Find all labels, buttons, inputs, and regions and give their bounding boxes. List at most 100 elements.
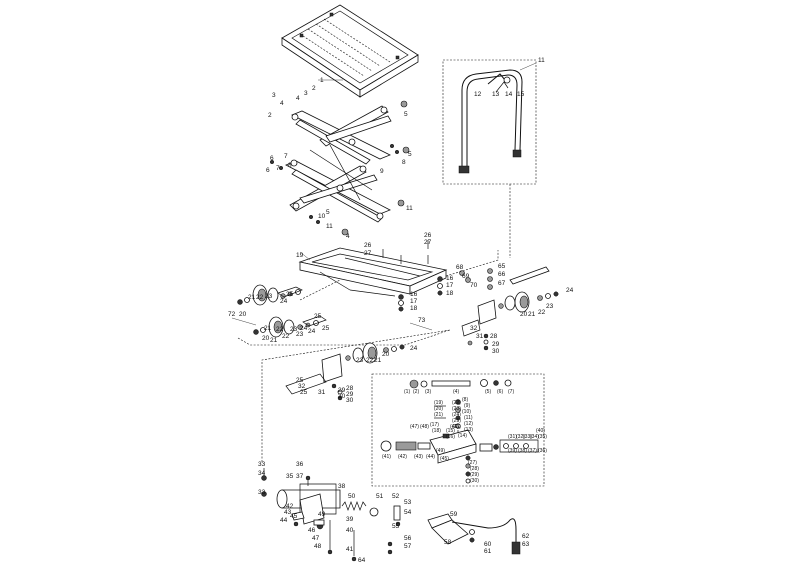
- callout-cylinder-5: 38: [338, 483, 346, 490]
- wheel-assembly-left-bottom: [253, 315, 327, 338]
- callout-wheels-left-0: 20: [239, 311, 247, 318]
- callout-cylinder-25: 57: [404, 543, 412, 550]
- callout-upper-2: 3: [272, 92, 276, 99]
- callout-pump-detail-28: (29): [470, 472, 479, 478]
- callout-wheels-right-2: 30: [492, 348, 500, 355]
- callout-wheels-left-15: 23: [296, 331, 304, 338]
- callout-upper-15: 5: [408, 151, 412, 158]
- callout-upper-10: 8: [402, 159, 406, 166]
- callout-pump-detail-7: (8): [462, 397, 468, 403]
- callout-pump-detail-21: (22): [452, 400, 461, 406]
- callout-upper-19: 11: [326, 223, 333, 230]
- callout-cylinder-12: 44: [280, 517, 288, 524]
- callout-caster-block-11: 24: [410, 345, 418, 352]
- callout-wheels-left-2: 22: [256, 294, 264, 301]
- callout-pump-detail-46: (47): [410, 424, 419, 430]
- callout-wheels-left-6: 21: [264, 325, 272, 332]
- callout-caster-block-10: 23: [356, 357, 364, 364]
- callout-upper-3: 4: [280, 100, 284, 107]
- callout-handle-4: 15: [517, 91, 525, 98]
- callout-pump-detail-3: (4): [453, 389, 459, 395]
- callout-wheels-right-9: 24: [566, 287, 574, 294]
- callout-cylinder-26: 58: [444, 539, 452, 546]
- callout-pump-detail-33: (34): [530, 434, 539, 440]
- callout-cylinder-23: 55: [392, 523, 400, 530]
- callout-caster-block-4: 31: [318, 389, 326, 396]
- callout-cylinder-24: 56: [404, 535, 412, 542]
- callout-pump-detail-14: (15): [446, 428, 455, 434]
- callout-cylinder-13: 45: [290, 513, 298, 520]
- callout-pump-detail-10: (11): [464, 415, 473, 421]
- callout-base-2: 27: [364, 250, 372, 257]
- callout-upper-11: 9: [380, 168, 384, 175]
- callout-cylinder-28: 60: [484, 541, 492, 548]
- callout-pump-detail-20: (21): [434, 412, 443, 418]
- callout-upper-0: 1: [320, 77, 324, 84]
- callout-cylinder-10: 42: [286, 503, 294, 510]
- callout-pump-detail-2: (3): [425, 389, 431, 395]
- callout-base-0: 19: [296, 252, 304, 259]
- callout-pump-detail-37: (38): [518, 448, 527, 454]
- callout-pump-detail-16: (17): [430, 422, 439, 428]
- callout-cylinder-4: 37: [296, 473, 304, 480]
- callout-pump-detail-32: (33): [523, 434, 532, 440]
- callout-caster-block-12: 25: [296, 377, 304, 384]
- callout-upper-6: 3: [304, 90, 308, 97]
- callout-cylinder-16: 48: [314, 543, 322, 550]
- callout-cylinder-7: 39: [346, 516, 354, 523]
- callout-handle-1: 12: [474, 91, 482, 98]
- callout-base-1: 26: [364, 242, 372, 249]
- callout-base-4: 27: [424, 239, 432, 246]
- callout-pump-detail-13: (14): [458, 433, 467, 439]
- callout-caster-block-1: 28: [346, 385, 354, 392]
- frame-bolts-left: [382, 240, 443, 312]
- callout-wheels-right-3: 31: [476, 333, 484, 340]
- callout-base-12: 69: [462, 273, 470, 280]
- callout-cylinder-1: 34: [258, 470, 266, 477]
- callout-caster-block-9: 22: [366, 357, 374, 364]
- callout-caster-block-2: 29: [346, 391, 354, 398]
- callout-pump-detail-40: (41): [382, 454, 391, 460]
- callout-pump-detail-19: (20): [434, 406, 443, 412]
- callout-cylinder-21: 53: [404, 499, 412, 506]
- callout-base-14: 65: [498, 263, 506, 270]
- callout-pump-detail-4: (5): [485, 389, 491, 395]
- callout-pump-detail-43: (44): [426, 454, 435, 460]
- pin-bolts: [269, 100, 410, 236]
- callout-wheels-right-5: 20: [520, 311, 528, 318]
- callout-pump-detail-12: (13): [464, 427, 473, 433]
- callout-wheels-left-4: 24: [280, 298, 288, 305]
- callout-cylinder-31: 63: [522, 541, 530, 548]
- callout-base-9: 17: [446, 282, 454, 289]
- callout-cylinder-8: 40: [346, 527, 354, 534]
- callout-pump-detail-26: (27): [468, 460, 477, 466]
- callout-wheels-left-5: 25: [286, 291, 294, 298]
- callout-upper-17: 11: [406, 205, 413, 212]
- callout-upper-8: 6: [270, 155, 274, 162]
- callout-pump-detail-38: (39): [508, 448, 517, 454]
- callout-upper-12: 6: [266, 167, 270, 174]
- table-tray: [281, 4, 419, 98]
- callout-pump-detail-18: (19): [434, 400, 443, 406]
- callout-cylinder-3: 36: [296, 461, 304, 468]
- callout-pump-detail-31: (32): [516, 434, 525, 440]
- callout-caster-block-13: 29: [338, 387, 346, 394]
- callout-pump-detail-39: (40): [536, 428, 545, 434]
- callout-wheels-left-12: 20: [262, 335, 270, 342]
- callout-wheels-left-8: 23: [290, 326, 298, 333]
- callout-pump-detail-11: (12): [464, 421, 473, 427]
- pump-detail-box: [371, 373, 545, 487]
- callout-base-10: 18: [446, 290, 454, 297]
- callout-pump-detail-41: (42): [398, 454, 407, 460]
- callout-upper-18: 4: [346, 233, 350, 240]
- callout-pump-detail-35: (36): [538, 448, 547, 454]
- callout-upper-7: 2: [312, 85, 316, 92]
- callout-pump-detail-15: (16): [446, 434, 455, 440]
- scissor-arms: [269, 100, 410, 236]
- callout-pump-detail-29: (30): [470, 478, 479, 484]
- callout-handle-3: 14: [505, 91, 513, 98]
- callout-wheels-left-1: 21: [248, 294, 256, 301]
- callout-upper-9: 7: [276, 165, 280, 172]
